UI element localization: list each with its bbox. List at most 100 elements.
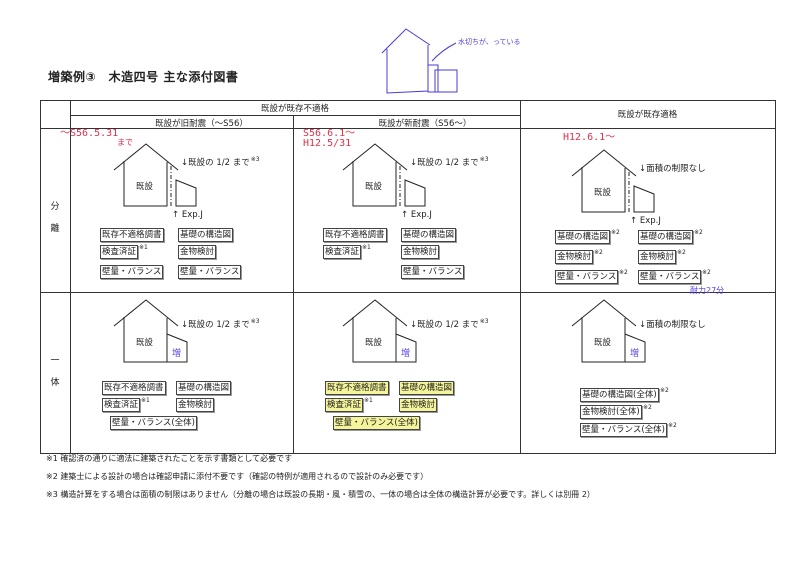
- document-label: 基礎の構造図: [178, 383, 230, 393]
- footnote-ref: ※2: [702, 269, 711, 276]
- document-label: 基礎の構造図: [180, 230, 232, 240]
- house-diagram: [113, 299, 188, 363]
- area-limit-label: ↓既設の 1/2 まで※3: [181, 318, 260, 330]
- document-item: 金物検討: [399, 398, 438, 412]
- footnote-ref: ※3: [479, 318, 489, 325]
- document-label: 金物検討: [557, 252, 592, 262]
- document-item: 壁量・バランス: [178, 265, 242, 279]
- document-label: 基礎の構造図: [403, 230, 455, 240]
- footnote-ref: ※2: [594, 249, 603, 256]
- document-item: 検査済証: [325, 398, 364, 412]
- document-item: 既存不適格調書: [323, 228, 387, 242]
- existing-building-label: 既設: [594, 338, 612, 348]
- header-old-seismic: 既設が旧耐震（～S56）: [155, 119, 248, 129]
- handwritten-date: H12.5/31: [303, 138, 352, 149]
- page-title: 増築例③ 木造四号 主な添付図書: [48, 70, 239, 84]
- footnote-ref: ※2: [643, 404, 652, 411]
- house-diagram: [571, 149, 655, 213]
- document-item: 壁量・バランス: [401, 265, 465, 279]
- document-item: 金物検討: [401, 245, 440, 259]
- document-item: 金物検討: [638, 250, 677, 264]
- footnote-ref: ※2: [619, 269, 628, 276]
- document-label: 既存不適格調書: [102, 230, 162, 240]
- document-item: 検査済証: [100, 245, 139, 259]
- document-item: 壁量・バランス(全体): [580, 423, 667, 437]
- document-label: 基礎の構造図(全体): [582, 390, 657, 400]
- document-item: 基礎の構造図: [401, 228, 457, 242]
- document-item: 基礎の構造図: [555, 230, 611, 244]
- document-label: 壁量・バランス: [180, 267, 240, 277]
- document-item: 壁量・バランス: [638, 270, 702, 284]
- document-label: 壁量・バランス: [557, 272, 617, 282]
- footnote-ref: ※2: [694, 229, 703, 236]
- header-conforming: 既設が既存適格: [617, 110, 678, 120]
- document-label: 検査済証: [102, 247, 137, 257]
- document-item: 既存不適格調書: [102, 381, 166, 395]
- document-label: 既存不適格調書: [325, 230, 385, 240]
- document-item: 金物検討: [178, 245, 217, 259]
- house-diagram: [342, 299, 417, 363]
- existing-building-label: 既設: [594, 188, 612, 198]
- footnote-ref: ※1: [362, 244, 371, 251]
- document-item: 基礎の構造図(全体): [580, 388, 659, 402]
- document-label: 金物検討: [640, 252, 675, 262]
- document-item: 壁量・バランス: [100, 265, 164, 279]
- document-label: 金物検討: [401, 400, 436, 410]
- document-item: 金物検討: [176, 398, 215, 412]
- document-label: 検査済証: [104, 400, 139, 410]
- document-label: 壁量・バランス(全体): [112, 418, 195, 428]
- document-label: 金物検討: [180, 247, 215, 257]
- house-diagram: [342, 143, 426, 207]
- annex-label: 増: [630, 349, 640, 359]
- footnote-1: ※1 確認済の通りに適法に建築されたことを示す書類として必要です: [46, 454, 293, 463]
- footnote-ref: ※3: [250, 156, 260, 163]
- existing-building-label: 既設: [365, 182, 383, 192]
- footnote-ref: ※1: [139, 244, 148, 251]
- document-item: 検査済証: [323, 245, 362, 259]
- footnote-ref: ※2: [677, 249, 686, 256]
- handwritten-date: ～S56.5.31: [60, 128, 119, 139]
- expansion-joint-label: ↑ Exp.J: [401, 210, 432, 220]
- footnote-ref: ※3: [479, 156, 489, 163]
- expansion-joint-label: ↑ Exp.J: [172, 210, 203, 220]
- document-item: 基礎の構造図: [638, 230, 694, 244]
- document-item: 基礎の構造図: [176, 381, 232, 395]
- area-limit-label: ↓面積の制限なし: [639, 320, 706, 330]
- footnote-ref: ※3: [250, 318, 260, 325]
- area-limit-label: ↓面積の制限なし: [639, 164, 706, 174]
- document-label: 壁量・バランス: [403, 267, 463, 277]
- document-item: 既存不適格調書: [100, 228, 164, 242]
- document-label: 壁量・バランス: [102, 267, 162, 277]
- document-label: 金物検討(全体): [582, 407, 640, 417]
- row-label-integrated: 一体: [50, 356, 60, 388]
- document-label: 壁量・バランス: [640, 272, 700, 282]
- existing-building-label: 既設: [136, 338, 154, 348]
- handwritten-date: H12.6.1～: [563, 132, 616, 143]
- area-limit-label: ↓既設の 1/2 まで※3: [181, 156, 260, 168]
- document-label: 既存不適格調書: [104, 383, 164, 393]
- area-limit-label: ↓既設の 1/2 まで※3: [410, 156, 489, 168]
- document-item: 既存不適格調書: [325, 381, 389, 395]
- document-label: 壁量・バランス(全体): [335, 418, 418, 428]
- document-item: 金物検討(全体): [580, 405, 642, 419]
- document-label: 既存不適格調書: [327, 383, 387, 393]
- area-limit-label: ↓既設の 1/2 まで※3: [410, 318, 489, 330]
- document-label: 壁量・バランス(全体): [582, 425, 665, 435]
- document-item: 壁量・バランス(全体): [333, 416, 420, 430]
- footnote-ref: ※1: [141, 397, 150, 404]
- document-label: 金物検討: [178, 400, 213, 410]
- document-item: 壁量・バランス(全体): [110, 416, 197, 430]
- expansion-joint-label: ↑ Exp.J: [630, 216, 661, 226]
- header-non-conforming: 既設が既存不適格: [260, 104, 329, 114]
- document-item: 壁量・バランス: [555, 270, 619, 284]
- document-label: 検査済証: [325, 247, 360, 257]
- house-diagram: [113, 143, 197, 207]
- document-label: 基礎の構造図: [557, 232, 609, 242]
- document-label: 基礎の構造図: [401, 383, 453, 393]
- sketch-note: 水切ちが、っている: [458, 38, 521, 46]
- handwritten-until: まで: [117, 138, 133, 147]
- document-item: 基礎の構造図: [399, 381, 455, 395]
